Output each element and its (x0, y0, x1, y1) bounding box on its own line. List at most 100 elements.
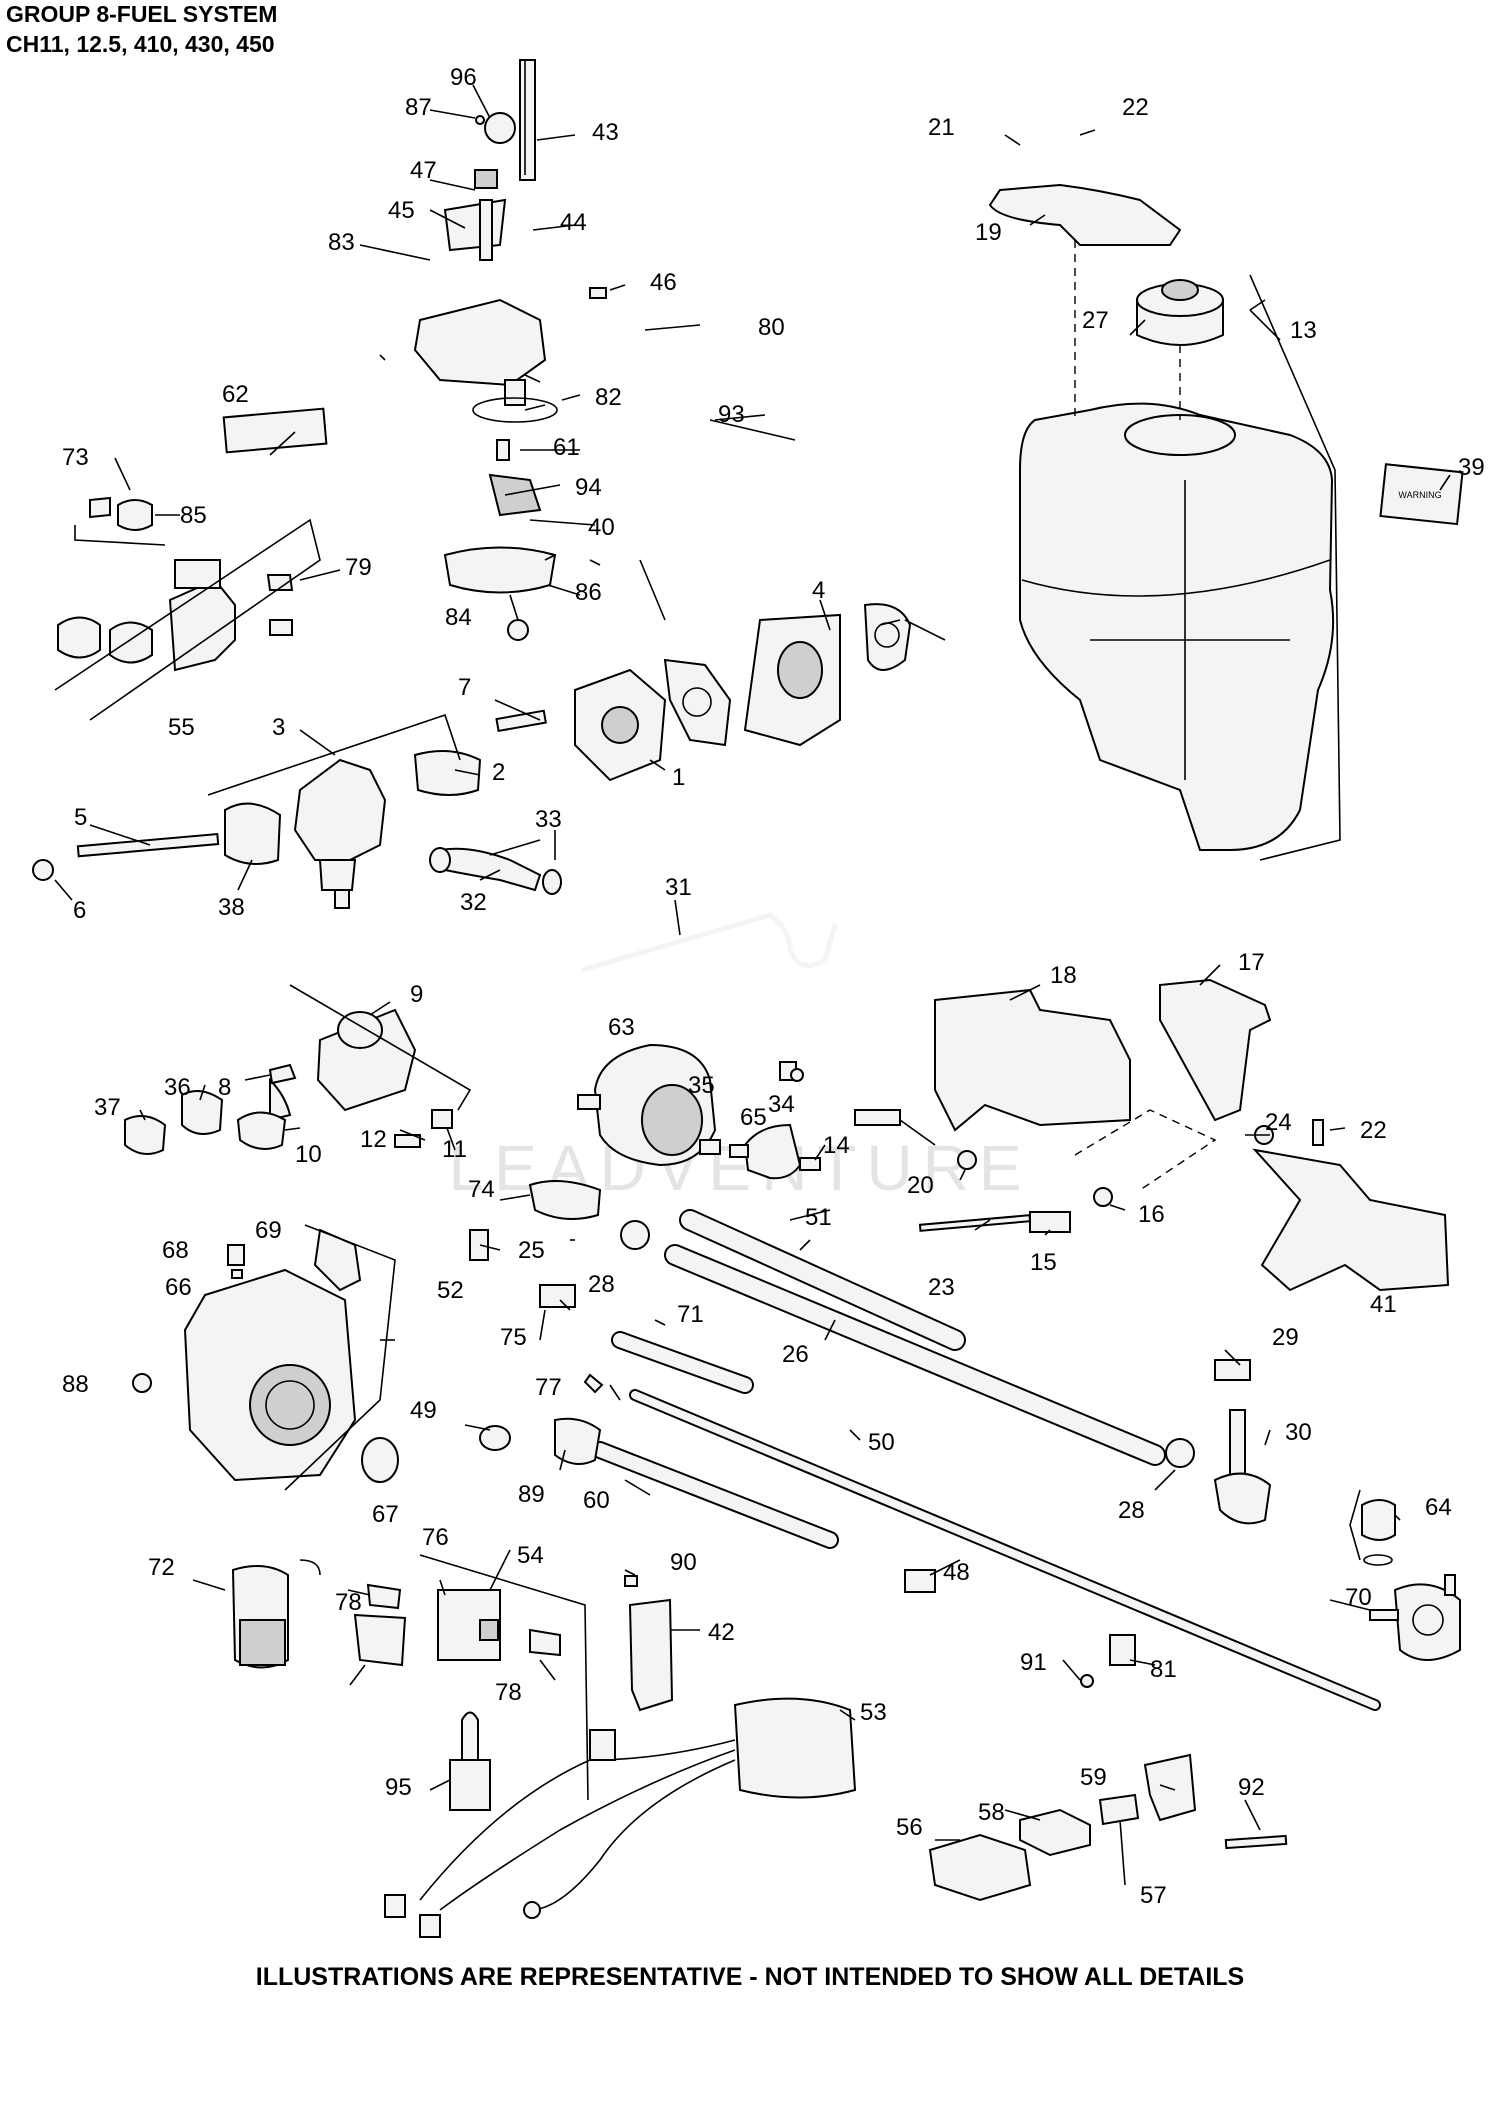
callout-85: 85 (180, 502, 207, 529)
callout-35: 35 (688, 1072, 715, 1099)
model-list: CH11, 12.5, 410, 430, 450 (6, 31, 275, 57)
callout-13: 13 (1290, 317, 1317, 344)
callout-56: 56 (896, 1814, 923, 1841)
fuel-pump-70 (1361, 1499, 1461, 1661)
callout-81: 81 (1150, 1656, 1177, 1683)
callout-39: 39 (1458, 454, 1485, 481)
callout-26: 26 (782, 1341, 809, 1368)
fuel-tank (1019, 402, 1335, 851)
callout-7: 7 (458, 674, 471, 701)
bracket-17 (1159, 978, 1272, 1122)
callout-96: 96 (450, 64, 477, 91)
callout-88: 88 (62, 1371, 89, 1398)
fuel-filter-63 (577, 1043, 721, 1167)
callout-24: 24 (1265, 1109, 1292, 1136)
callout-19: 19 (975, 219, 1002, 246)
callout-40: 40 (588, 514, 615, 541)
callout-16: 16 (1138, 1201, 1165, 1228)
callout-58: 58 (978, 1799, 1005, 1826)
fuel-pump-assembly (57, 407, 328, 672)
callout-20: 20 (907, 1172, 934, 1199)
callout-47: 47 (410, 157, 437, 184)
callout-11: 11 (442, 1136, 467, 1163)
callout-66: 66 (165, 1274, 192, 1301)
carburetor-top (413, 59, 607, 641)
callout-65: 65 (740, 1104, 767, 1131)
callout-43: 43 (592, 119, 619, 146)
callout-22: 22 (1122, 94, 1149, 121)
callout-83: 83 (328, 229, 355, 256)
callout-10: 10 (295, 1141, 322, 1168)
bracket-41 (1252, 1148, 1450, 1292)
callout-64: 64 (1425, 1494, 1452, 1521)
carburetor-main (32, 750, 562, 909)
diagram-title: GROUP 8-FUEL SYSTEM (6, 1, 278, 27)
retaining-clips (928, 1753, 1197, 1902)
fittings (469, 1180, 1288, 1850)
callout-74: 74 (468, 1176, 495, 1203)
callout-18: 18 (1050, 962, 1077, 989)
callout-38: 38 (218, 894, 245, 921)
callout-95: 95 (385, 1774, 412, 1801)
bracket-42 (628, 1598, 674, 1712)
callout-2: 2 (492, 759, 505, 786)
warning-decal-text: WARNING (1398, 490, 1441, 500)
callout-53: 53 (860, 1699, 887, 1726)
callout-94: 94 (575, 474, 602, 501)
callout-37: 37 (94, 1094, 121, 1121)
callout-1: 1 (672, 764, 685, 791)
callout-77: 77 (535, 1374, 562, 1401)
callout-59: 59 (1080, 1764, 1107, 1791)
bracket-18 (934, 988, 1131, 1132)
callout-78b: 78 (495, 1679, 522, 1706)
callout-68: 68 (162, 1237, 189, 1264)
callout-60: 60 (583, 1487, 610, 1514)
callout-29: 29 (1272, 1324, 1299, 1351)
callout-80: 80 (758, 314, 785, 341)
callout-12: 12 (360, 1126, 387, 1153)
callout-25: 25 (518, 1237, 545, 1264)
callout-70: 70 (1345, 1584, 1372, 1611)
callout-21: 21 (928, 114, 955, 141)
callout-41: 41 (1370, 1291, 1397, 1318)
callout-69: 69 (255, 1217, 282, 1244)
warning-decal: WARNING (1379, 463, 1464, 526)
callout-93: 93 (718, 401, 745, 428)
callout-6: 6 (73, 897, 86, 924)
callout-52: 52 (437, 1277, 464, 1304)
callout-44: 44 (560, 209, 587, 236)
callout-55: 55 (168, 714, 195, 741)
callout-8: 8 (218, 1074, 231, 1101)
callout-9: 9 (410, 981, 423, 1008)
callout-75: 75 (500, 1324, 527, 1351)
callout-73: 73 (62, 444, 89, 471)
callout-17: 17 (1238, 949, 1265, 976)
shutoff-solenoid (231, 1559, 321, 1669)
callout-91: 91 (1020, 1649, 1047, 1676)
callout-48: 48 (943, 1559, 970, 1586)
callout-34: 34 (768, 1091, 795, 1118)
fuel-pump-9 (124, 1008, 453, 1155)
callout-79: 79 (345, 554, 372, 581)
callout-28b: 28 (1118, 1497, 1145, 1524)
callout-92: 92 (1238, 1774, 1265, 1801)
callout-42: 42 (708, 1619, 735, 1646)
callout-57: 57 (1140, 1882, 1167, 1909)
fuel-cap (1136, 279, 1224, 346)
callout-90: 90 (670, 1549, 697, 1576)
fuel-filter-65 (729, 1123, 821, 1180)
callout-54: 54 (517, 1542, 544, 1569)
fuel-hoses (591, 1209, 1381, 1711)
callout-31: 31 (665, 874, 692, 901)
callout-36: 36 (164, 1074, 191, 1101)
callout-72: 72 (148, 1554, 175, 1581)
callout-49: 49 (410, 1397, 437, 1424)
callout-33: 33 (535, 806, 562, 833)
disclaimer-note: ILLUSTRATIONS ARE REPRESENTATIVE - NOT I… (255, 1963, 1245, 1991)
callout-76: 76 (422, 1524, 449, 1551)
callout-89: 89 (518, 1481, 545, 1508)
callout-30: 30 (1285, 1419, 1312, 1446)
wire-harness (384, 1729, 736, 1938)
callout-46: 46 (650, 269, 677, 296)
callout-67: 67 (372, 1501, 399, 1528)
